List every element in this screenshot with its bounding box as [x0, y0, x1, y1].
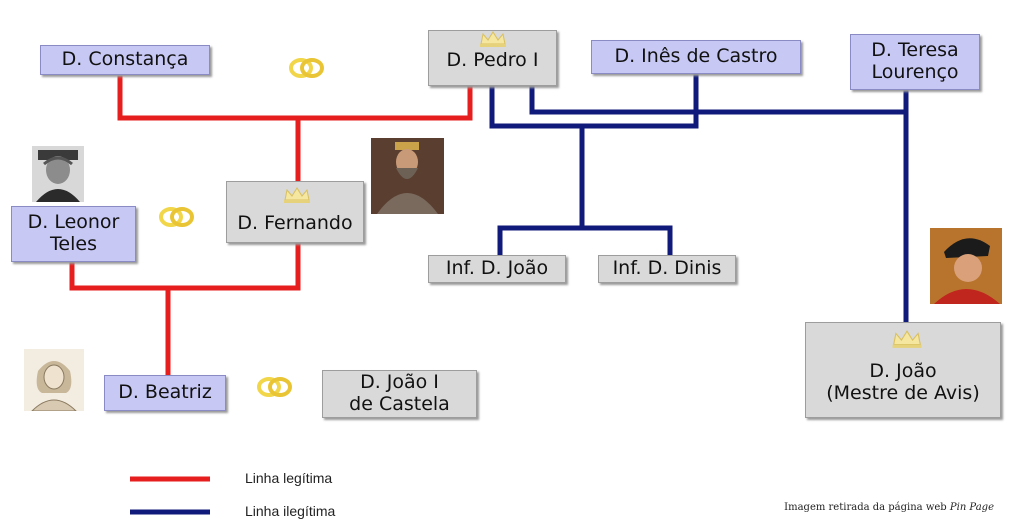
portrait-icon — [32, 146, 84, 202]
node-inf-d-dinis: Inf. D. Dinis — [598, 255, 736, 283]
portrait-icon — [371, 138, 444, 214]
crown-icon — [284, 187, 310, 203]
node-d-ines-de-castro: D. Inês de Castro — [591, 40, 801, 74]
node-label-line2: Teles — [50, 233, 97, 255]
node-d-teresa-lourenco: D. Teresa Lourenço — [850, 34, 980, 90]
wedding-rings-icon — [159, 207, 194, 227]
node-d-constanca: D. Constança — [40, 45, 210, 75]
image-source-caption: Imagem retirada da página web Pin Page — [784, 502, 994, 513]
node-label: D. Fernando — [237, 212, 353, 235]
crown-icon — [480, 31, 506, 47]
caption-prefix: Imagem retirada da página web — [784, 502, 947, 513]
node-label-line1: D. Leonor — [27, 211, 120, 234]
node-label-line1: D. João — [869, 360, 937, 383]
illegit-line-pedro-ines — [489, 71, 699, 129]
node-label-line2: de Castela — [349, 393, 450, 415]
crown-icon — [892, 330, 922, 348]
node-label: D. Pedro I — [446, 49, 539, 72]
node-inf-d-joao: Inf. D. João — [428, 255, 566, 283]
portrait-icon — [24, 349, 84, 411]
wedding-rings-icon — [257, 377, 292, 397]
node-label: Inf. D. Dinis — [612, 257, 722, 280]
node-label-line1: D. João I — [360, 371, 439, 394]
legit-line-constanca-pedro — [117, 75, 473, 121]
illegit-line-children-bar — [497, 225, 673, 259]
illegit-line-pedro-teresa — [529, 85, 909, 115]
caption-source: Pin Page — [949, 502, 994, 513]
legend-legitimate-label: Linha legítima — [245, 470, 333, 486]
node-label: D. Beatriz — [118, 381, 212, 404]
legit-line-leonor-fernando — [69, 240, 301, 291]
node-d-beatriz: D. Beatriz — [104, 375, 226, 411]
node-d-joao-i-de-castela: D. João I de Castela — [322, 370, 477, 418]
node-label: D. Constança — [61, 48, 189, 71]
wedding-rings-icon — [289, 58, 324, 78]
node-label-line1: D. Teresa — [871, 39, 959, 62]
node-label: Inf. D. João — [445, 257, 549, 280]
node-label: D. Inês de Castro — [614, 45, 778, 68]
node-label-line2: Lourenço — [871, 61, 959, 83]
node-label-line2: (Mestre de Avis) — [826, 382, 980, 404]
legend-illegitimate-label: Linha ilegítima — [245, 503, 336, 519]
node-d-leonor-teles: D. Leonor Teles — [11, 206, 136, 262]
portrait-icon — [930, 228, 1002, 304]
